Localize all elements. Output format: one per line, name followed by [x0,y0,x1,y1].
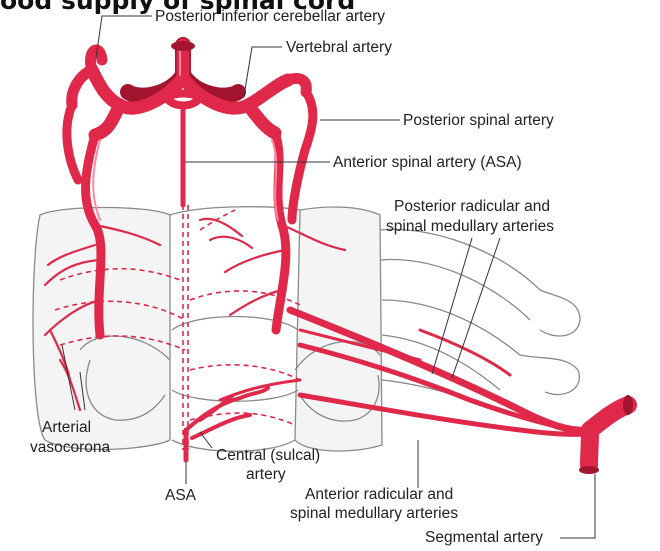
label-posterior-radicular-line2: spinal medullary arteries [386,218,554,235]
label-anterior-radicular-line2: spinal medullary arteries [290,505,458,522]
label-asa: ASA [165,487,197,504]
label-central-sulcal-line2: artery [246,466,286,483]
page-title: ood supply of spinal cord [0,0,355,15]
label-anterior-radicular-line1: Anterior radicular and [305,486,453,503]
label-arterial-vasocorona-line2: vasocorona [30,439,111,456]
label-arterial-vasocorona-line1: Arterial [42,419,91,436]
label-vertebral-artery: Vertebral artery [286,39,392,56]
label-anterior-spinal-artery: Anterior spinal artery (ASA) [333,154,522,171]
label-posterior-radicular-line1: Posterior radicular and [394,198,550,215]
label-segmental-artery: Segmental artery [425,529,543,546]
label-central-sulcal-line1: Central (sulcal) [216,447,320,464]
label-posterior-spinal-artery: Posterior spinal artery [403,112,554,129]
